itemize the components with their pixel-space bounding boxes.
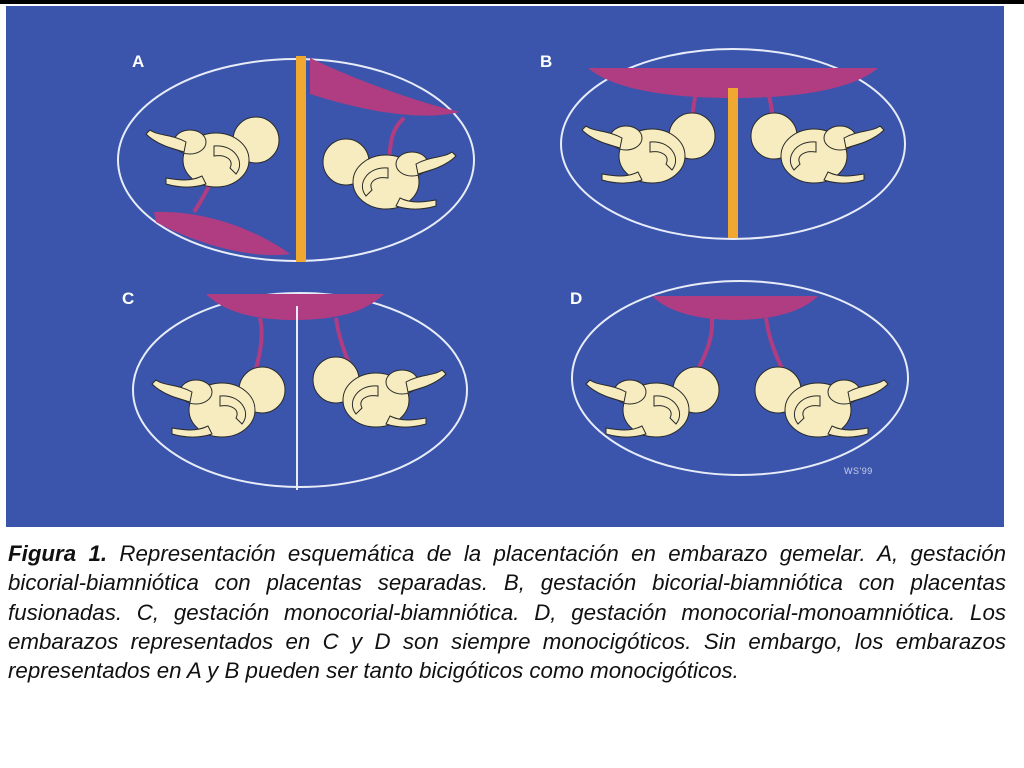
panel-b: B	[540, 48, 906, 240]
panel-d-amnion-outline	[571, 280, 909, 476]
panel-c-chorion-outline	[132, 292, 468, 488]
panel-c: C	[122, 289, 468, 490]
placentation-figure: A B C	[6, 6, 1004, 527]
panel-a-placenta-right	[310, 58, 460, 116]
panel-b-chorion-outline	[560, 48, 906, 240]
panel-b-letter: B	[540, 52, 552, 71]
panel-a-letter: A	[132, 52, 144, 71]
placentation-diagram: A B C	[117, 48, 909, 490]
panel-b-fetus-left	[581, 112, 716, 184]
panel-d-fetus-right	[754, 366, 889, 438]
panel-b-fused-placenta	[588, 68, 878, 98]
panel-d-fetus-left	[585, 366, 720, 438]
panel-c-fetus-right	[312, 356, 447, 428]
panel-c-fetus-left	[151, 366, 286, 438]
figure-caption: Figura 1. Representación esquemática de …	[8, 539, 1006, 685]
panel-d-letter: D	[570, 289, 582, 308]
panel-a-fetus-left	[145, 116, 280, 188]
panel-d-placenta	[652, 296, 818, 320]
panel-a-chorionic-septum	[296, 56, 306, 262]
caption-text: Representación esquemática de la placent…	[8, 541, 1007, 684]
panel-b-chorionic-septum	[728, 88, 738, 238]
panel-c-placenta	[206, 294, 384, 320]
caption-label: Figura 1.	[8, 541, 108, 566]
panel-a-placenta-left	[154, 211, 290, 256]
panel-d: D WS'99	[570, 280, 909, 476]
panel-a: A	[117, 52, 475, 262]
panel-c-letter: C	[122, 289, 134, 308]
top-border	[0, 0, 1024, 4]
artist-signature: WS'99	[844, 466, 873, 476]
panel-b-fetus-right	[750, 112, 885, 184]
